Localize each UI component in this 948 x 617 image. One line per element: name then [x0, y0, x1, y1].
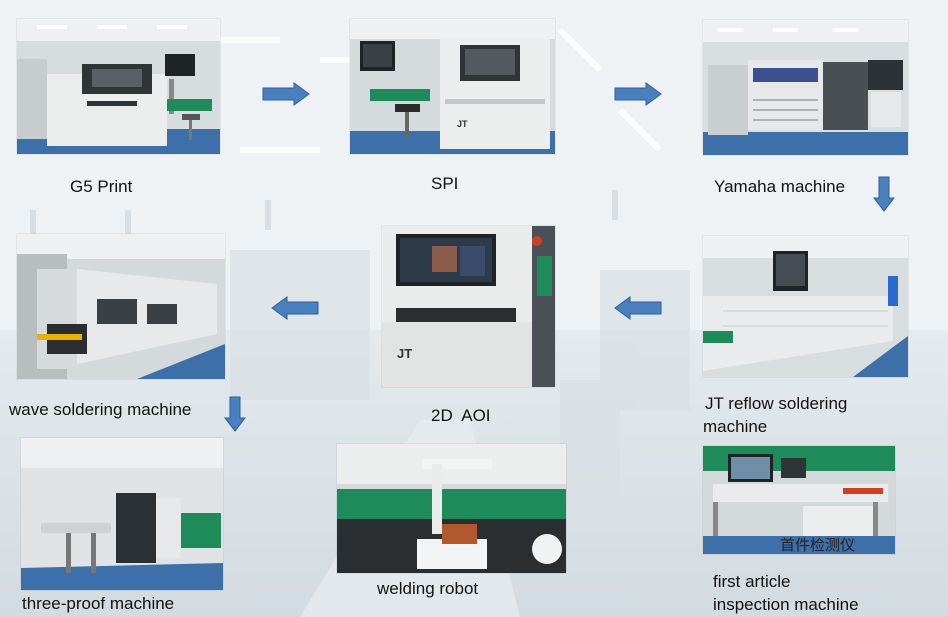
- label-wave-soldering: wave soldering machine: [9, 400, 192, 419]
- label-first-article-line2: inspection machine: [713, 595, 859, 614]
- svg-text:JT: JT: [397, 346, 412, 361]
- photo-wave-soldering: [17, 234, 225, 379]
- photo-jt-reflow: [703, 236, 908, 377]
- label-three-proof: three-proof machine: [22, 594, 175, 613]
- label-g5-print: G5 Print: [70, 177, 133, 196]
- photo-2d-aoi: JT: [382, 226, 555, 387]
- photo-first-article: [703, 446, 895, 554]
- photo-yamaha: [703, 20, 908, 155]
- arrow-left-icon: [271, 296, 319, 320]
- label-first-article-cn: 首件检测仪: [780, 537, 856, 554]
- label-first-article-line1: first article: [713, 572, 791, 591]
- label-2d-aoi: 2D AOI: [431, 406, 491, 425]
- arrow-left-icon: [614, 296, 662, 320]
- label-yamaha: Yamaha machine: [714, 177, 846, 196]
- label-spi: SPI: [431, 174, 459, 193]
- svg-text:JT: JT: [457, 119, 468, 129]
- photo-g5-print: [17, 19, 220, 154]
- photo-three-proof: [21, 438, 223, 590]
- label-jt-reflow-line2: machine: [703, 417, 768, 436]
- arrow-right-icon: [614, 82, 662, 106]
- arrow-right-icon: [262, 82, 310, 106]
- photo-spi: JT: [350, 19, 555, 154]
- arrow-down-icon: [224, 396, 246, 432]
- arrow-down-icon: [873, 176, 895, 212]
- label-jt-reflow-line1: JT reflow soldering: [705, 394, 848, 413]
- label-welding-robot: welding robot: [377, 579, 479, 598]
- photo-welding-robot: [337, 444, 566, 573]
